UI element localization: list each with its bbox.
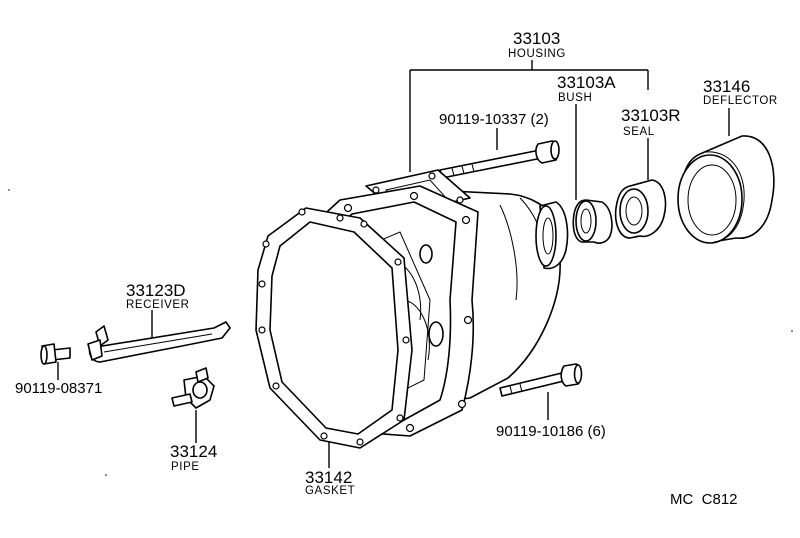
diagram-code: MC C812 (670, 491, 738, 508)
label-deflector: 33146 DEFLECTOR (703, 77, 778, 107)
housing-number: 33103 (513, 29, 560, 48)
deflector-number: 33146 (703, 77, 750, 96)
label-bolt-bottom: 90119-10186 (6) (496, 423, 606, 440)
bolt-top-drawing (439, 140, 560, 179)
gasket-drawing (255, 207, 413, 449)
label-gasket: 33142 GASKET (305, 468, 355, 497)
label-seal: 33103R SEAL (621, 106, 681, 138)
bush-number: 33103A (557, 73, 616, 92)
gasket-name: GASKET (305, 485, 355, 497)
housing-name: HOUSING (508, 48, 566, 60)
seal-drawing (614, 179, 667, 239)
label-housing: 33103 HOUSING (508, 29, 566, 60)
receiver-drawing (87, 321, 231, 363)
pipe-drawing (171, 367, 215, 409)
receiver-number: 33123D (126, 281, 186, 300)
label-bush: 33103A BUSH (557, 73, 616, 104)
deflector-name: DEFLECTOR (703, 95, 778, 107)
label-receiver: 33123D RECEIVER (126, 281, 190, 311)
seal-number: 33103R (621, 106, 681, 125)
bolt-top-number: 90119-10337 (2) (439, 111, 549, 128)
bush-drawing (572, 199, 613, 244)
gasket-number: 33142 (305, 468, 352, 487)
pipe-number: 33124 (170, 442, 217, 461)
label-bolt-receiver: 90119-08371 (15, 380, 102, 397)
deflector-drawing (677, 135, 775, 244)
receiver-name: RECEIVER (126, 299, 190, 311)
bolt-bottom-drawing (499, 363, 583, 397)
label-bolt-top: 90119-10337 (2) (439, 111, 549, 128)
bolt-receiver-drawing (40, 343, 71, 365)
seal-name: SEAL (623, 126, 655, 138)
bolt-bottom-number: 90119-10186 (6) (496, 423, 606, 440)
pipe-name: PIPE (171, 461, 200, 473)
label-pipe: 33124 PIPE (170, 442, 217, 473)
bolt-receiver-number: 90119-08371 (15, 380, 102, 397)
bush-name: BUSH (558, 92, 592, 104)
